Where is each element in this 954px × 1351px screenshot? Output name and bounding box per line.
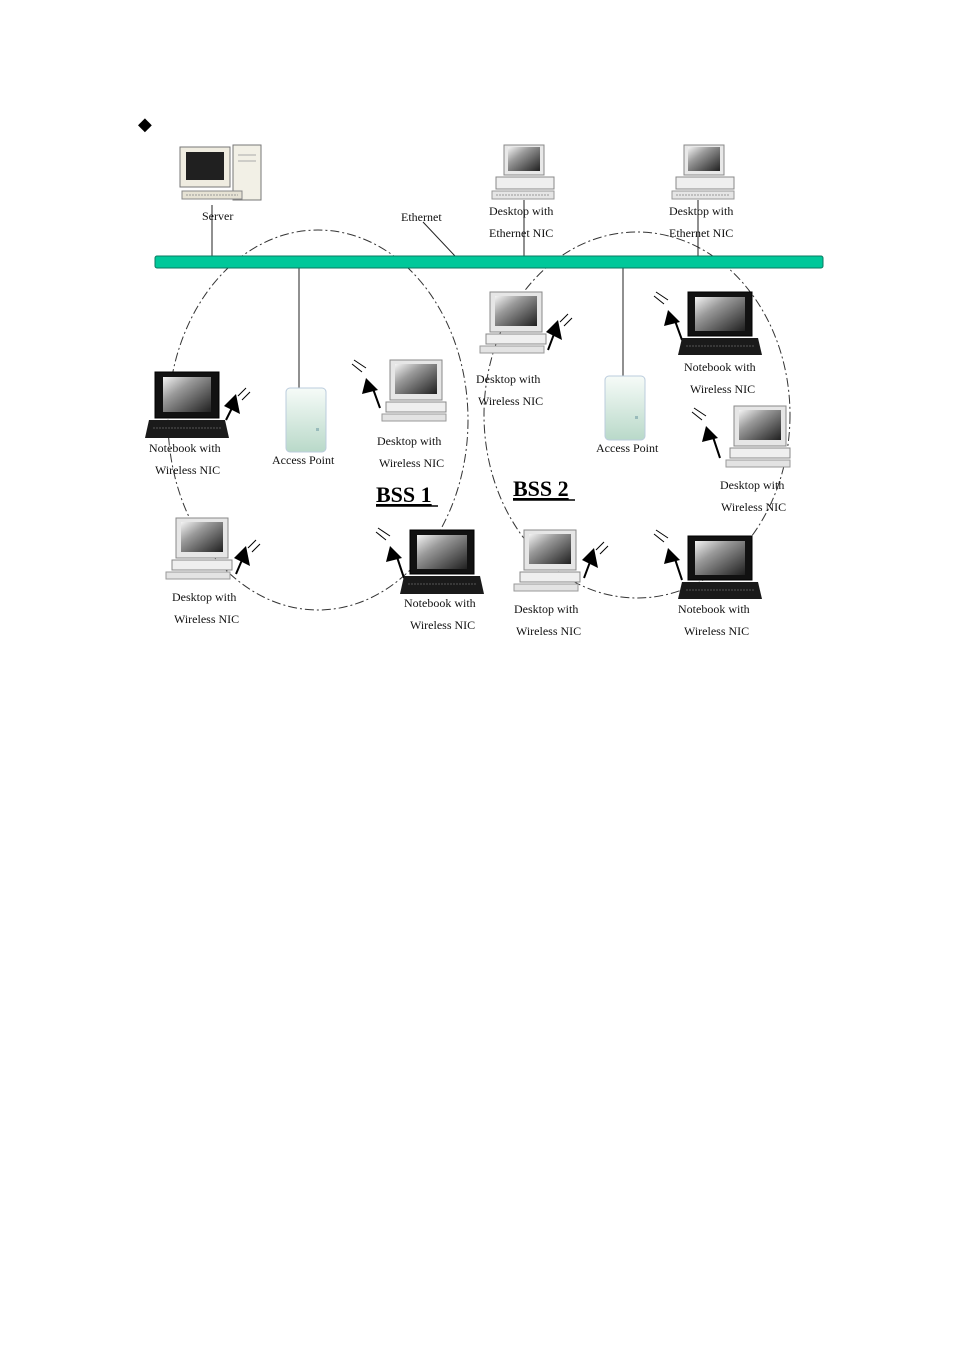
ethernet-label: Ethernet [401, 210, 442, 224]
bss2-desktop-bottom-antenna-icon [582, 541, 609, 579]
bss1-desktop-top-label-2: Wireless NIC [379, 456, 444, 470]
bss2-desktop-top-label-1: Desktop with [476, 372, 540, 386]
bss1-notebook-left-antenna-icon [224, 387, 251, 421]
bss1-desktop-bottom-label-2: Wireless NIC [174, 612, 239, 626]
ethernet-bus [154, 255, 824, 269]
bss2-label: BSS 2 [513, 476, 569, 501]
bss1-label: BSS 1 [376, 482, 432, 507]
bss1-notebook-left-label-1: Notebook with [149, 441, 221, 455]
access-point-2-label: Access Point [596, 441, 659, 455]
ethernet-desktop-1-label-1: Desktop with [489, 204, 553, 218]
bss2-notebook-top-antenna-icon [653, 291, 683, 341]
access-point-1-icon [285, 387, 327, 453]
bss2-desktop-right-icon [725, 405, 791, 468]
bss2-desktop-right-label-2: Wireless NIC [721, 500, 786, 514]
bss2-desktop-top-antenna-icon [546, 313, 573, 351]
bss1-notebook-left-label-2: Wireless NIC [155, 463, 220, 477]
bss1-notebook-bottom-label-2: Wireless NIC [410, 618, 475, 632]
bss2-notebook-top-label-2: Wireless NIC [690, 382, 755, 396]
bss2-desktop-bottom-label-1: Desktop with [514, 602, 578, 616]
bss2-notebook-top-label-1: Notebook with [684, 360, 756, 374]
bss2-desktop-right-label-1: Desktop with [720, 478, 784, 492]
bus-connectors [211, 200, 699, 388]
ethernet-desktop-2-label-1: Desktop with [669, 204, 733, 218]
bss1-notebook-bottom-icon [400, 529, 484, 594]
bss1-desktop-top-label-1: Desktop with [377, 434, 441, 448]
ethernet-desktop-2-icon [671, 144, 735, 200]
bss2-coverage-boundary [483, 231, 791, 599]
bss1-desktop-top-icon [381, 359, 447, 422]
bss1-notebook-bottom-antenna-icon [375, 527, 405, 579]
bss1-desktop-bottom-icon [165, 517, 233, 580]
server-node [179, 144, 262, 201]
bss1-desktop-bottom-antenna-icon [234, 539, 261, 575]
access-point-1-label: Access Point [272, 453, 335, 467]
bss2-desktop-top-label-2: Wireless NIC [478, 394, 543, 408]
server-label: Server [202, 209, 233, 223]
bss2-notebook-bottom-label-1: Notebook with [678, 602, 750, 616]
bss2-desktop-bottom-label-2: Wireless NIC [516, 624, 581, 638]
bss2-notebook-top-icon [678, 291, 762, 355]
ethernet-desktop-1-label-2: Ethernet NIC [489, 226, 553, 240]
bss1-notebook-left-icon [145, 371, 229, 438]
bss2-desktop-top-icon [479, 291, 547, 354]
bss1-notebook-bottom-label-1: Notebook with [404, 596, 476, 610]
bss1-desktop-bottom-label-1: Desktop with [172, 590, 236, 604]
bss2-desktop-bottom-icon [513, 529, 581, 592]
ethernet-desktop-1-icon [491, 144, 555, 200]
bss2-notebook-bottom-label-2: Wireless NIC [684, 624, 749, 638]
bss2-desktop-right-antenna-icon [691, 407, 721, 459]
access-point-2-icon [604, 375, 646, 441]
bss2-notebook-bottom-antenna-icon [653, 529, 683, 581]
bullet-diamond-icon: ◆ [138, 114, 152, 135]
bss2-notebook-bottom-icon [678, 535, 762, 599]
bss1-desktop-top-antenna-icon [351, 359, 381, 409]
ethernet-desktop-2-label-2: Ethernet NIC [669, 226, 733, 240]
